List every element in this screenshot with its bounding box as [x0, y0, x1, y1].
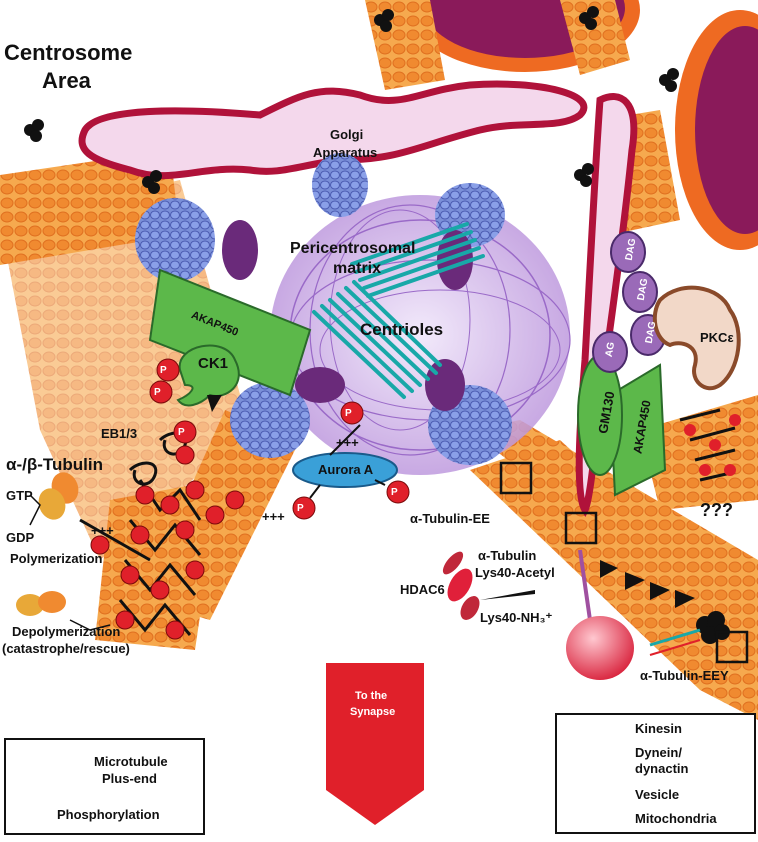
microtubules — [0, 0, 758, 720]
dynein-small-markers — [24, 6, 679, 194]
centrosome-label-1: Centrosome — [4, 40, 133, 65]
hdac6-label: HDAC6 — [400, 582, 445, 597]
phospho-p-1: P — [160, 365, 167, 376]
phospho-p-3: P — [345, 408, 352, 419]
legend-dynein-label-2: dynactin — [635, 761, 689, 776]
centrioles — [312, 222, 485, 399]
pcm-label-2: matrix — [333, 260, 382, 277]
synapse-label-2: Synapse — [350, 706, 396, 718]
gdp-label: GDP — [6, 530, 35, 545]
pkce-label: PKCε — [700, 330, 734, 345]
legend-dynein-label-1: Dynein/ — [635, 745, 682, 760]
legend-vesicle-label: Vesicle — [635, 787, 680, 802]
phospho-central — [149, 358, 410, 520]
phospho-dots-right — [684, 414, 741, 476]
ck1-label: CK1 — [198, 355, 229, 372]
legend-microtubule-label-1: Microtubule — [94, 754, 168, 769]
tubulin-dimers — [16, 472, 111, 631]
eb13-label: EB1/3 — [101, 426, 138, 441]
phospho-leaders — [309, 424, 386, 499]
phospho-p-6: P — [391, 487, 398, 498]
golgi-label-2: Apparatus — [313, 145, 378, 160]
plus-label-c: +++ — [336, 435, 359, 450]
gtp-label: GTP — [6, 488, 33, 503]
polymerization-label: Polymerization — [10, 551, 103, 566]
depolymerization-label-2: (catastrophe/rescue) — [2, 641, 130, 656]
vesicle-kinesin — [566, 549, 695, 680]
alpha-tubulin-label: α-Tubulin — [478, 548, 537, 563]
pkce-shape — [652, 285, 741, 391]
legend-kinesin-label: Kinesin — [635, 721, 682, 736]
akap450-left-shape — [148, 268, 312, 397]
centrosome-label-2: Area — [42, 68, 91, 93]
gm130-akap450-right-shapes — [577, 354, 667, 497]
phospho-p-2: P — [154, 387, 161, 398]
phospho-p-4: P — [178, 427, 185, 438]
legend-phospho-p: P — [27, 808, 34, 819]
legend-right: Kinesin Dynein/ dynactin Vesicle Mitocho… — [555, 713, 756, 834]
pcm-label-1: Pericentrosomal — [290, 240, 416, 257]
lys40-nh3-label: Lys40-NH₃⁺ — [480, 610, 553, 625]
phospho-p-5: P — [297, 503, 304, 514]
depolymerization-label-1: Depolymerization — [12, 624, 121, 639]
dag-molecules — [592, 231, 666, 373]
centrioles-label: Centrioles — [360, 320, 444, 339]
legend-phosphorylation-label: Phosphorylation — [57, 807, 160, 822]
plus-label-b: +++ — [262, 509, 285, 524]
question-label: ??? — [700, 500, 733, 520]
annotation-boxes — [499, 461, 749, 664]
legend-microtubule-label-2: Plus-end — [102, 771, 157, 786]
aurora-a-label: Aurora A — [318, 462, 374, 477]
plus-label-a: +++ — [91, 523, 114, 538]
plus-end-left — [79, 431, 245, 650]
hdac6-shape — [442, 551, 535, 620]
legend-mitochondria-label: Mitochondria — [635, 811, 717, 826]
plus-end-right — [679, 408, 736, 482]
alpha-tubulin-ee-label: α-Tubulin-EE — [410, 511, 490, 526]
alpha-tubulin-eey-label: α-Tubulin-EEY — [640, 668, 729, 683]
mitochondrion-right — [675, 10, 758, 250]
alpha-beta-tubulin-label: α-/β-Tubulin — [6, 455, 103, 474]
ck1-shape — [176, 344, 240, 412]
legend-left: Microtubule Plus-end Phosphorylation P — [4, 738, 205, 835]
synapse-arrow — [326, 663, 424, 825]
golgi-label-1: Golgi — [330, 127, 364, 142]
synapse-label-1: To the — [355, 690, 388, 702]
lys40-acetyl-label: Lys40-Acetyl — [475, 565, 555, 580]
aurora-a-shape — [292, 452, 398, 488]
